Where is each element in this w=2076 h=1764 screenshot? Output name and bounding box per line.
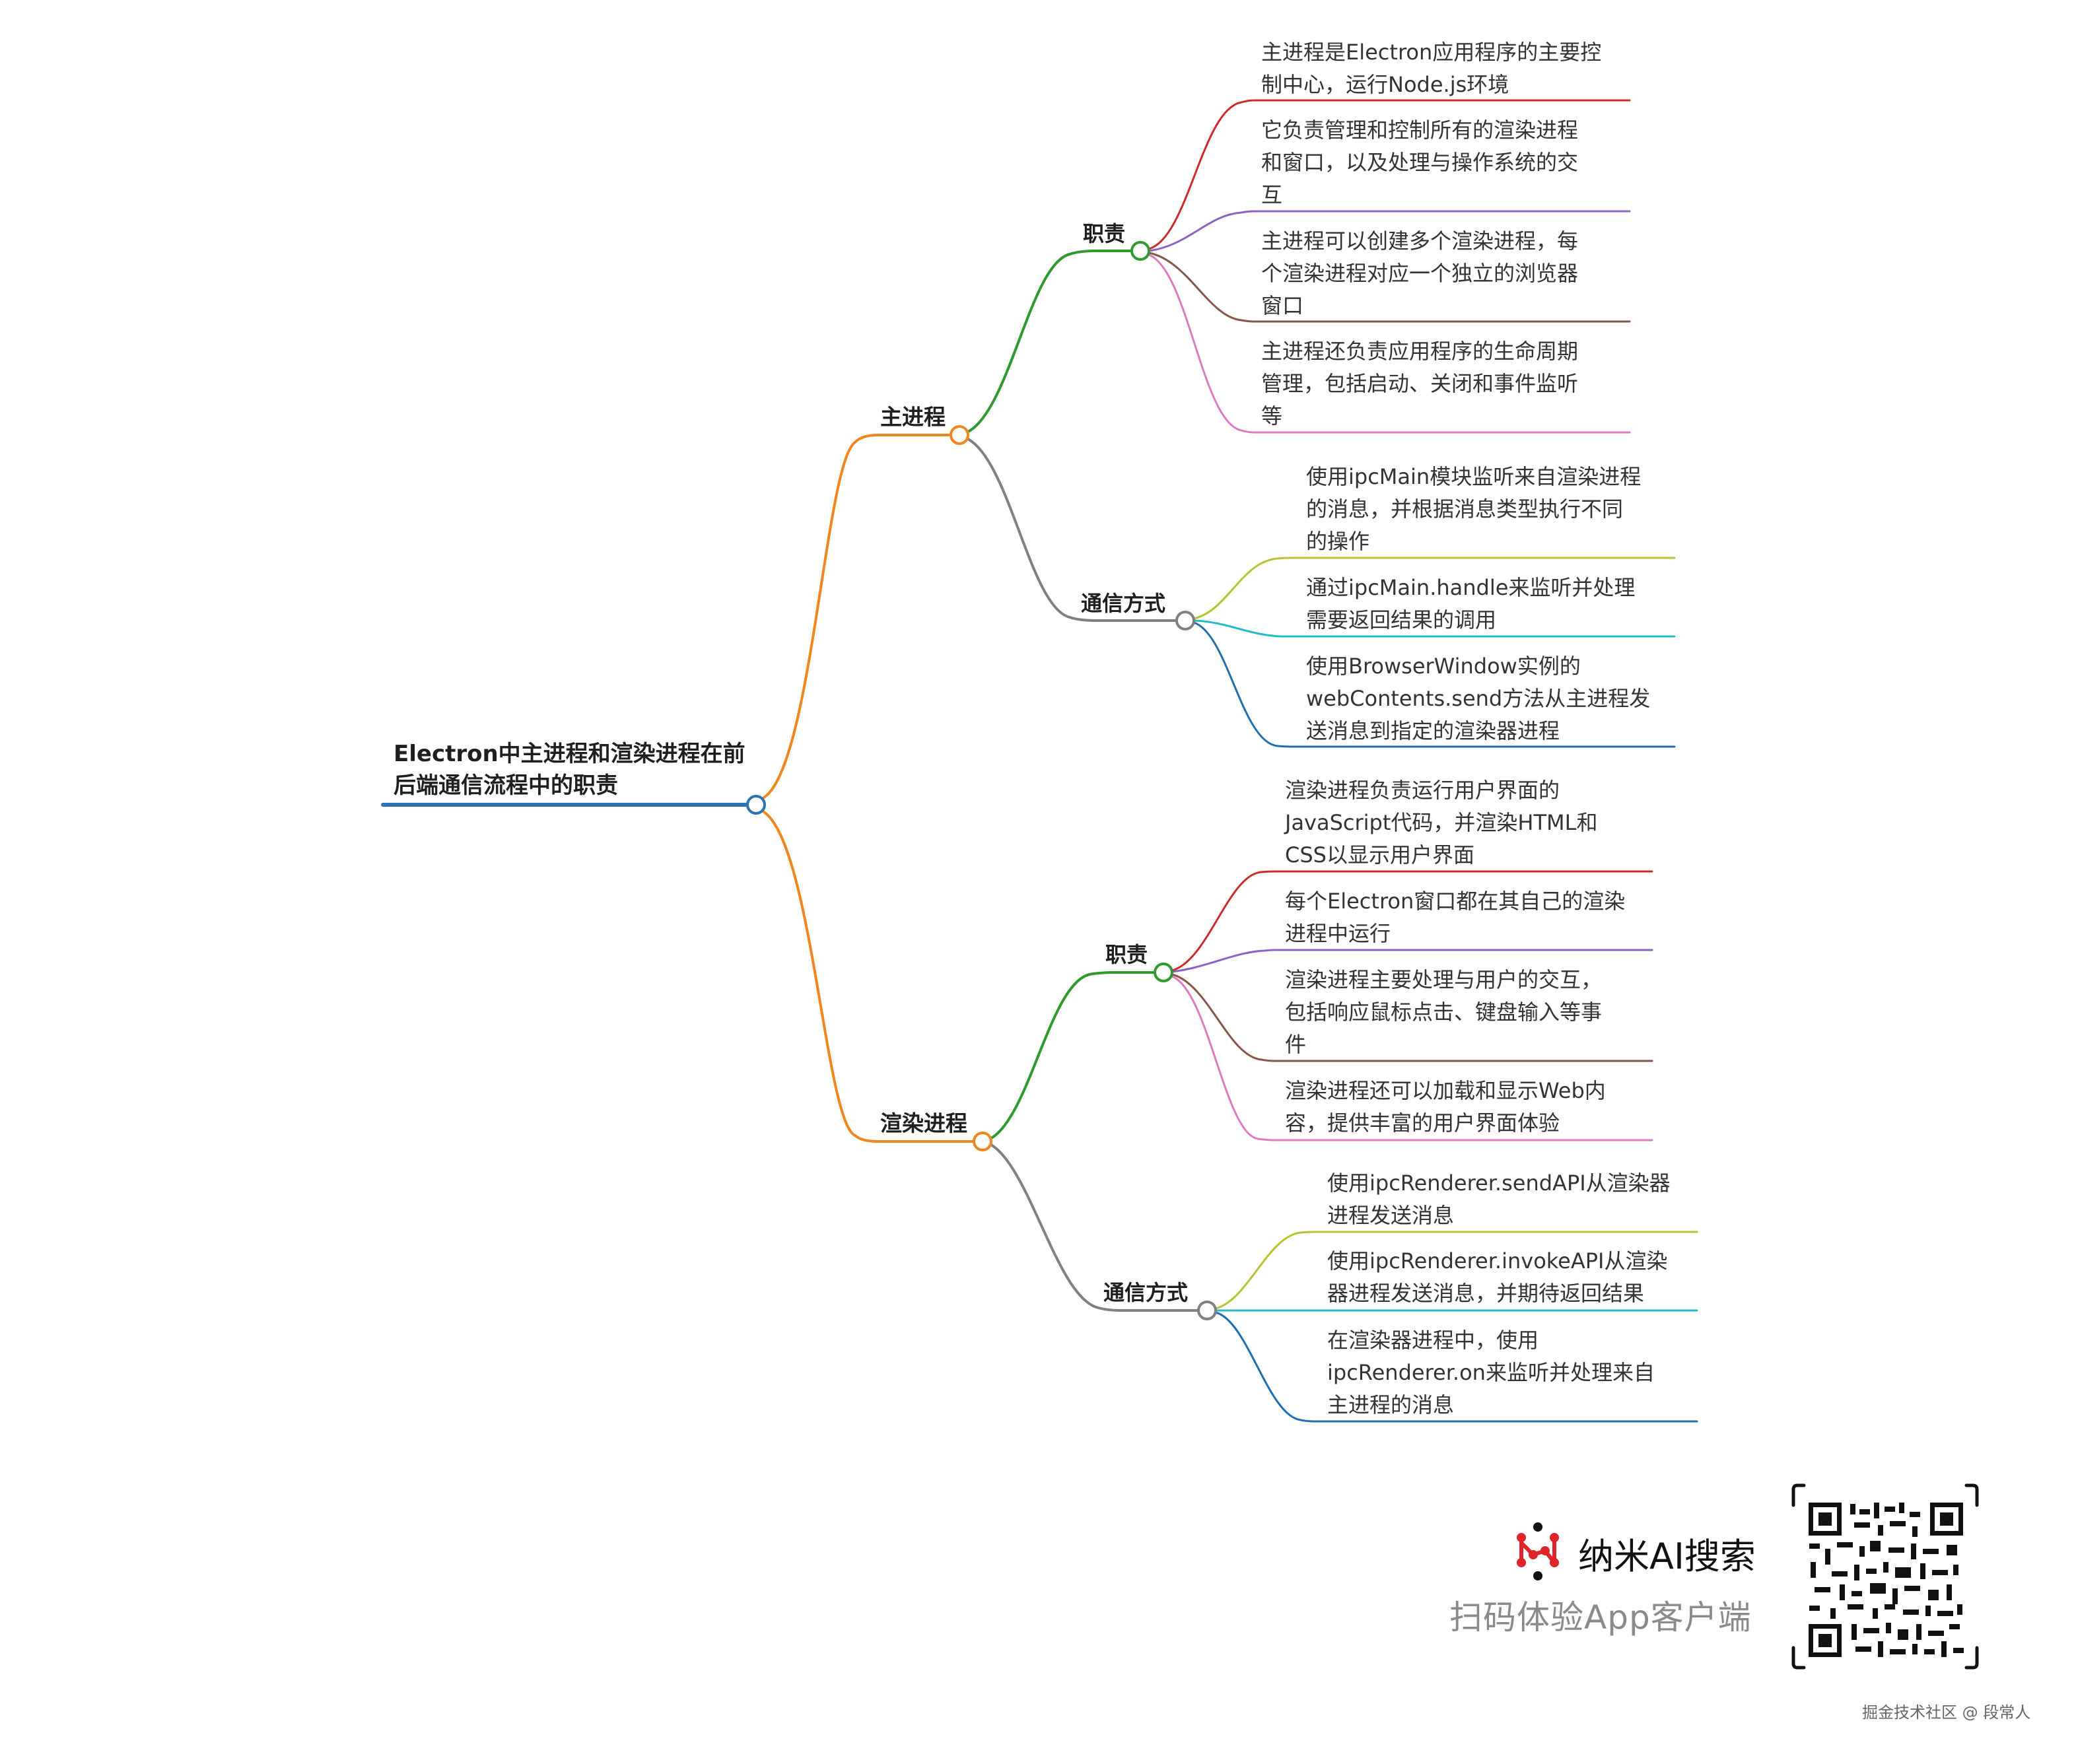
leaf-main-comm-1[interactable]: 使用ipcMain模块监听来自渲染进程 的消息，并根据消息类型执行不同 的操作 <box>1306 464 1642 554</box>
topic-renderer-duty[interactable]: 职责 <box>1105 942 1148 967</box>
leaf-main-comm-3[interactable]: 使用BrowserWindow实例的 webContents.send方法从主进… <box>1306 654 1651 743</box>
renderer-process-node-circle[interactable] <box>973 1132 992 1151</box>
qr-code-icon[interactable] <box>1635 1483 1979 1674</box>
leaf-renderer-duty-2[interactable]: 每个Electron窗口都在其自己的渲染 进程中运行 <box>1285 889 1626 946</box>
watermark-credit: 掘金技术社区 @ 段常人 <box>1862 1703 2031 1722</box>
root-topic[interactable]: Electron中主进程和渲染进程在前后端通信流程中的职责 <box>394 741 745 799</box>
topic-main-duty[interactable]: 职责 <box>1083 221 1126 246</box>
nano-ai-logo-icon <box>1512 1522 1565 1581</box>
leaf-renderer-duty-4[interactable]: 渲染进程还可以加载和显示Web内 容，提供丰富的用户界面体验 <box>1285 1078 1606 1136</box>
topic-main-process[interactable]: 主进程 <box>880 404 946 430</box>
topic-renderer-process[interactable]: 渲染进程 <box>880 1110 967 1136</box>
main-duty-node-circle[interactable] <box>1130 241 1150 261</box>
leaf-renderer-duty-3[interactable]: 渲染进程主要处理与用户的交互， 包括响应鼠标点击、键盘输入等事 件 <box>1285 967 1603 1057</box>
leaf-renderer-comm-2[interactable]: 使用ipcRenderer.invokeAPI从渲染 器进程发送消息，并期待返回… <box>1327 1248 1668 1306</box>
main-process-node-circle[interactable] <box>950 425 969 445</box>
leaf-renderer-duty-1[interactable]: 渲染进程负责运行用户界面的 JavaScript代码，并渲染HTML和 CSS以… <box>1285 778 1598 867</box>
promo-tagline: 扫码体验App客户端 <box>1449 1598 1752 1637</box>
leaf-renderer-comm-3[interactable]: 在渲染器进程中，使用 ipcRenderer.on来监听并处理来自 主进程的消息 <box>1327 1328 1655 1417</box>
leaf-main-duty-2[interactable]: 它负责管理和控制所有的渲染进程 和窗口，以及处理与操作系统的交 互 <box>1261 118 1579 207</box>
leaf-main-duty-3[interactable]: 主进程可以创建多个渲染进程，每 个渲染进程对应一个独立的浏览器 窗口 <box>1261 228 1579 318</box>
leaf-renderer-comm-1[interactable]: 使用ipcRenderer.sendAPI从渲染器 进程发送消息 <box>1327 1170 1671 1228</box>
leaf-main-duty-1[interactable]: 主进程是Electron应用程序的主要控 制中心，运行Node.js环境 <box>1261 40 1602 97</box>
leaf-main-duty-4[interactable]: 主进程还负责应用程序的生命周期 管理，包括启动、关闭和事件监听 等 <box>1261 339 1579 428</box>
topic-main-comm[interactable]: 通信方式 <box>1081 591 1166 616</box>
renderer-comm-node-circle[interactable] <box>1197 1301 1217 1320</box>
renderer-duty-node-circle[interactable] <box>1154 963 1173 982</box>
topic-renderer-comm[interactable]: 通信方式 <box>1103 1280 1189 1305</box>
brand-name: 纳米AI搜索 <box>1578 1536 1756 1577</box>
leaf-main-comm-2[interactable]: 通过ipcMain.handle来监听并处理 需要返回结果的调用 <box>1306 575 1636 632</box>
root-node-circle[interactable] <box>746 795 766 815</box>
main-comm-node-circle[interactable] <box>1175 611 1195 630</box>
